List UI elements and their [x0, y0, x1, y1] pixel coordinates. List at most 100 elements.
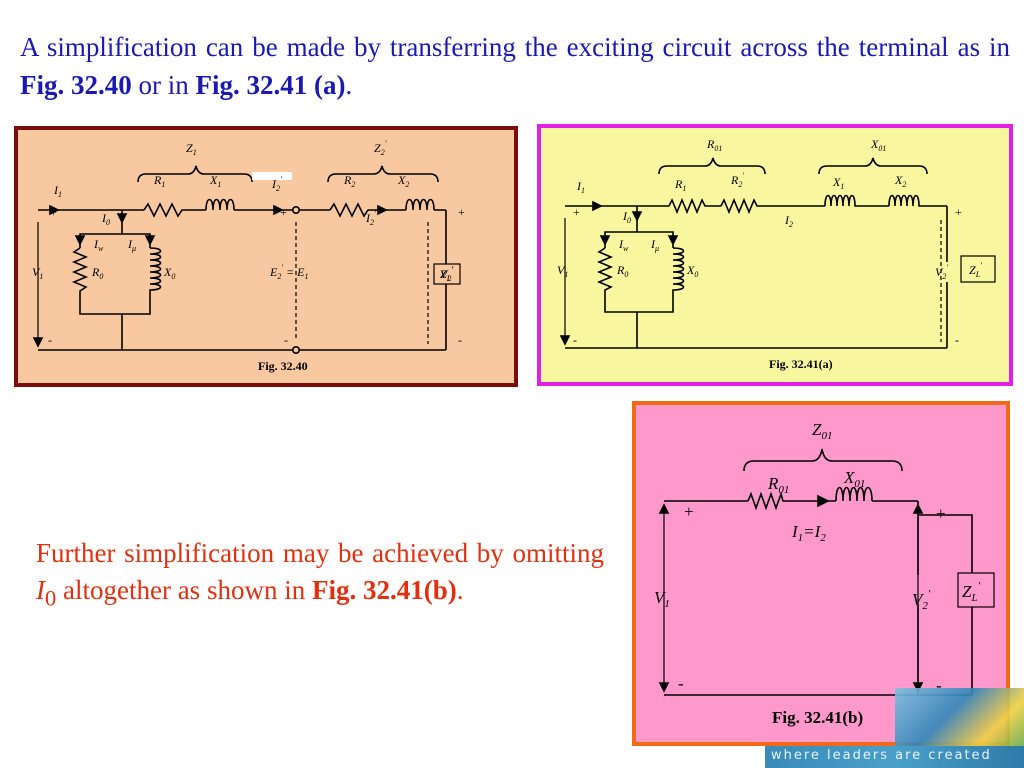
label-x0: X0 — [163, 265, 175, 281]
wire — [664, 500, 919, 696]
label-v2: V2' — [440, 265, 453, 283]
resistor-r0 — [71, 247, 89, 298]
current-arrow-iw — [599, 235, 611, 246]
plus-v1: + — [573, 205, 580, 219]
figure-32-40: Z1 Z2' R1 X1 R2 X2 I2' I2' I1 I0 Iw Iμ R… — [14, 126, 518, 387]
caption-fig-32-41a: Fig. 32.41(a) — [769, 357, 833, 371]
label-z01: Z01 — [812, 420, 832, 442]
plus-v1: + — [684, 502, 694, 521]
label-i1: I1 — [576, 179, 585, 195]
minus-e: - — [284, 333, 288, 347]
label-i0: I0 — [101, 211, 110, 227]
inductor-x1 — [205, 198, 235, 211]
label-r01: R01 — [767, 474, 789, 496]
current-arrow-i2 — [273, 204, 284, 216]
brace-z1 — [137, 165, 253, 183]
resistor-r1 — [668, 197, 707, 215]
current-arrow-i1 — [817, 494, 830, 508]
current-arrow-i0 — [116, 213, 128, 224]
voltage-arrow-v1 — [32, 337, 44, 348]
figure-32-41a: R01 X01 R1 R2' X1 X2 I1 I2 I0 Iw Iμ R0 X… — [537, 124, 1013, 386]
label-x0: X0 — [686, 263, 698, 279]
label-highlight — [252, 172, 292, 180]
symbol-i: I — [36, 575, 45, 605]
label-x01: X01 — [870, 137, 886, 153]
label-v2: V2' — [912, 588, 931, 612]
further-paragraph: Further simplification may be achieved b… — [36, 535, 604, 616]
symbol-i0: I — [36, 575, 45, 605]
caption-fig-32-40: Fig. 32.40 — [258, 359, 308, 373]
label-x01: X01 — [843, 468, 865, 490]
label-iw: Iw — [93, 237, 104, 253]
footer-logo: where leaders are created — [765, 680, 1024, 768]
brace-z2 — [327, 165, 439, 183]
further-text-3: . — [456, 575, 464, 605]
inductor-x0 — [672, 247, 685, 294]
plus-v2: + — [955, 205, 962, 219]
caption-fig-32-41b: Fig. 32.41(b) — [772, 708, 863, 727]
resistor-r01 — [747, 491, 784, 511]
intro-text-3: . — [345, 70, 353, 100]
brace-x01 — [818, 157, 928, 175]
label-zl: ZL' — [962, 580, 981, 604]
current-arrow-i1 — [592, 200, 603, 212]
label-z2: Z2' — [374, 139, 387, 157]
label-i1: I1 — [53, 183, 62, 199]
label-r0: R0 — [616, 263, 628, 279]
minus-v1: - — [573, 333, 577, 347]
label-i2-right: I2' — [365, 209, 376, 227]
current-arrow-iw — [74, 235, 86, 246]
minus-v2: - — [955, 333, 959, 347]
label-z1: Z1 — [186, 141, 197, 157]
label-x2: X2 — [894, 173, 906, 189]
circuit-diagram-32-41b: Z01 R01 X01 I1=I2 V1 V2' ZL' + + - - Fig… — [654, 420, 995, 727]
label-x1: X1 — [209, 173, 221, 189]
voltage-arrow-v2-top — [912, 503, 924, 514]
resistor-r0 — [596, 247, 614, 294]
label-r1: R1 — [674, 177, 686, 193]
label-v1: V1 — [654, 588, 670, 610]
further-text-2: altogether as shown in — [56, 575, 312, 605]
inductor-x1 — [824, 194, 857, 207]
wire — [947, 262, 961, 282]
current-arrow-i2-right — [377, 204, 388, 216]
label-r1: R1 — [153, 173, 165, 189]
label-r0: R0 — [91, 265, 103, 281]
minus-v2: - — [458, 333, 462, 347]
symbol-i0-subscript: 0 — [45, 585, 57, 611]
label-i2-top: I2' — [271, 175, 282, 193]
voltage-arrow-v1-bottom — [658, 682, 670, 693]
intro-ref-fig-32-41a: Fig. 32.41 (a) — [195, 70, 346, 100]
label-r01: R01 — [706, 137, 722, 153]
logo-graphic — [895, 688, 1024, 748]
logo-band — [765, 746, 1024, 768]
current-arrow-i0 — [631, 211, 643, 222]
resistor-r1 — [143, 202, 188, 218]
label-x1: X1 — [832, 175, 844, 191]
inductor-x01 — [835, 486, 873, 502]
label-i2: I2 — [784, 213, 793, 229]
wire — [604, 206, 674, 348]
plus-v2: + — [936, 504, 946, 523]
label-v2: V2' — [935, 263, 948, 281]
inductor-x2 — [888, 194, 921, 207]
label-i0: I0 — [622, 209, 631, 225]
minus-v1: - — [48, 333, 52, 347]
voltage-arrow-v1-top — [658, 503, 670, 514]
label-v1: V1 — [32, 265, 43, 281]
plus-v1: + — [50, 205, 57, 219]
label-imu: Iμ — [127, 237, 136, 253]
circuit-diagram-32-41a: R01 X01 R1 R2' X1 X2 I1 I2 I0 Iw Iμ R0 X… — [557, 137, 996, 371]
intro-text-2: or in — [131, 70, 196, 100]
voltage-arrow-v1 — [559, 335, 571, 346]
intro-paragraph: A simplification can be made by transfer… — [20, 28, 1010, 104]
inductor-x2 — [405, 198, 435, 211]
brace-z01 — [743, 448, 903, 472]
brace-r01 — [658, 157, 766, 175]
resistor-r2 — [329, 202, 374, 218]
label-iw: Iw — [618, 237, 629, 253]
label-r2: R2 — [343, 173, 355, 189]
load-zl-box — [960, 255, 996, 283]
further-text-1: Further simplification may be achieved b… — [36, 538, 604, 568]
plus-e: + — [280, 205, 287, 219]
